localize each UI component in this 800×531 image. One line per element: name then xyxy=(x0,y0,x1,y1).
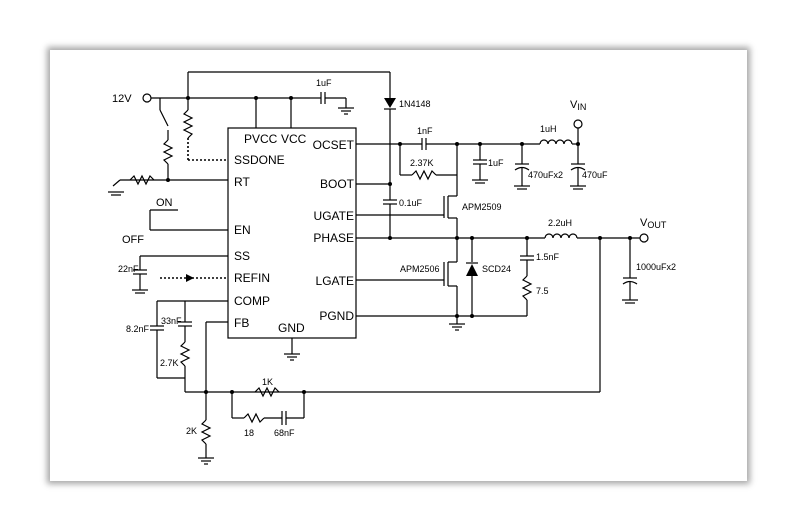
input-12v-label: 12V xyxy=(112,93,132,105)
cap-ocset-label: 1nF xyxy=(417,126,433,136)
cap-ss-label: 22nF xyxy=(118,264,139,274)
pin-refin: REFIN xyxy=(234,271,270,285)
pin-pgnd: PGND xyxy=(319,309,354,323)
pin-phase: PHASE xyxy=(313,231,354,245)
pin-ss: SS xyxy=(234,249,250,263)
resistor-fb-series xyxy=(243,412,265,424)
cap-boot-label: 0.1uF xyxy=(399,198,423,208)
pin-rt: RT xyxy=(234,175,250,189)
vout-label: VOUT xyxy=(640,217,667,230)
cap-comp1-label: 8.2nF xyxy=(126,324,150,334)
resistor-fb-top xyxy=(254,386,280,398)
resistor-rt xyxy=(129,174,155,186)
inductor-output-label: 2.2uH xyxy=(548,218,572,228)
en-on-label: ON xyxy=(156,197,173,209)
vout-terminal xyxy=(639,233,649,243)
pin-ocset: OCSET xyxy=(313,138,355,152)
cap-comp2-label: 33nF xyxy=(161,316,182,326)
resistor-snubber-label: 7.5 xyxy=(536,286,549,296)
mosfet-low-label: APM2506 xyxy=(400,264,440,274)
resistor-rt-switch xyxy=(162,139,174,165)
inductor-input-label: 1uH xyxy=(540,124,557,134)
pin-comp: COMP xyxy=(234,294,270,308)
schottky-label: SCD24 xyxy=(482,264,511,274)
pin-boot: BOOT xyxy=(320,177,355,191)
pin-fb: FB xyxy=(234,316,249,330)
pin-lgate: LGATE xyxy=(316,274,354,288)
resistor-fb-bottom-label: 2K xyxy=(186,426,197,436)
schottky-diode xyxy=(466,264,478,276)
cap-in2-label: 470uFx2 xyxy=(528,170,563,180)
inductor-input xyxy=(539,139,573,145)
resistor-ocset-label: 2.37K xyxy=(410,158,434,168)
diode-label: 1N4148 xyxy=(399,99,431,109)
resistor-snubber xyxy=(521,275,533,301)
inductor-output xyxy=(544,233,578,239)
pin-ugate: UGATE xyxy=(314,209,354,223)
pin-vcc: VCC xyxy=(281,132,307,146)
cap-in1-label: 1uF xyxy=(488,158,504,168)
input-12v-terminal xyxy=(142,93,152,103)
vin-terminal xyxy=(573,119,583,129)
cap-in3-label: 470uF xyxy=(582,170,608,180)
pin-ssdone: SSDONE xyxy=(234,153,285,167)
vin-label: VIN xyxy=(570,99,586,112)
mosfet-high-label: APM2509 xyxy=(462,202,502,212)
pin-pvcc: PVCC xyxy=(244,132,278,146)
cap-vcc-label: 1uF xyxy=(316,78,332,88)
en-off-label: OFF xyxy=(122,234,144,246)
resistor-pullup xyxy=(182,109,194,139)
cap-fb-label: 68nF xyxy=(274,428,295,438)
resistor-fb-top-label: 1K xyxy=(262,377,273,387)
diode-1n4148 xyxy=(384,98,396,108)
resistor-fb-series-label: 18 xyxy=(244,428,254,438)
pin-en: EN xyxy=(234,223,251,237)
resistor-comp-label: 2.7K xyxy=(160,358,179,368)
resistor-ocset xyxy=(411,169,437,181)
resistor-fb-bottom xyxy=(200,419,212,445)
pin-gnd: GND xyxy=(278,321,305,335)
cap-out-label: 1000uFx2 xyxy=(636,262,676,272)
resistor-comp xyxy=(179,341,191,367)
cap-snubber-label: 1.5nF xyxy=(536,252,560,262)
